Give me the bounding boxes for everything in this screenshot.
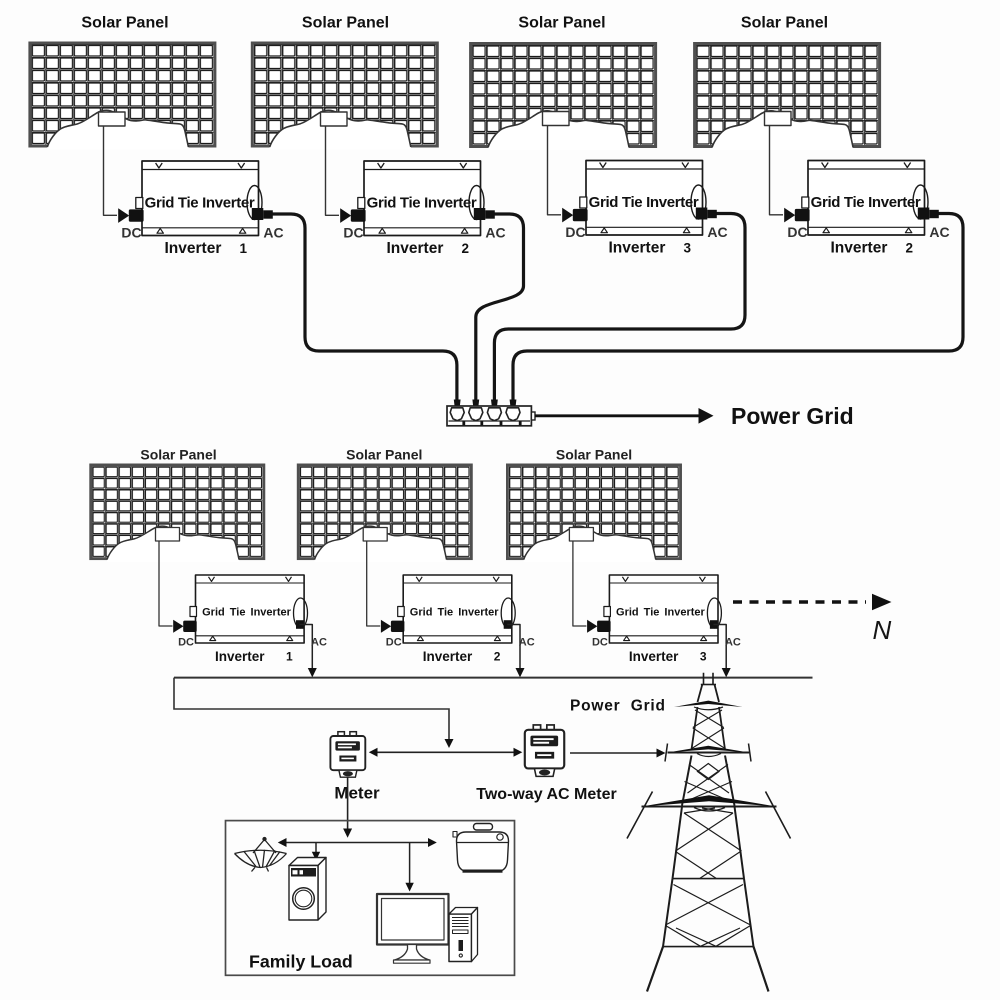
svg-text:Two-way AC Meter: Two-way AC Meter <box>476 786 616 803</box>
svg-text:Solar Panel: Solar Panel <box>556 447 632 463</box>
svg-text:2: 2 <box>906 240 914 255</box>
svg-text:2: 2 <box>462 241 470 256</box>
svg-text:2: 2 <box>494 650 501 664</box>
svg-text:Solar Panel: Solar Panel <box>346 447 422 463</box>
svg-text:N: N <box>873 615 892 645</box>
svg-text:Solar Panel: Solar Panel <box>140 447 216 463</box>
svg-text:Power Grid: Power Grid <box>731 403 854 429</box>
svg-text:1: 1 <box>240 241 248 256</box>
svg-text:Solar Panel: Solar Panel <box>518 15 605 32</box>
svg-text:Solar Panel: Solar Panel <box>302 15 389 32</box>
svg-text:Solar Panel: Solar Panel <box>741 15 828 32</box>
svg-text:Meter: Meter <box>334 784 380 803</box>
svg-text:Solar Panel: Solar Panel <box>81 15 168 32</box>
svg-text:Power Grid: Power Grid <box>570 698 666 715</box>
svg-text:3: 3 <box>700 650 707 664</box>
svg-text:1: 1 <box>286 650 293 664</box>
svg-text:Family Load: Family Load <box>249 952 353 972</box>
svg-text:3: 3 <box>684 240 692 255</box>
